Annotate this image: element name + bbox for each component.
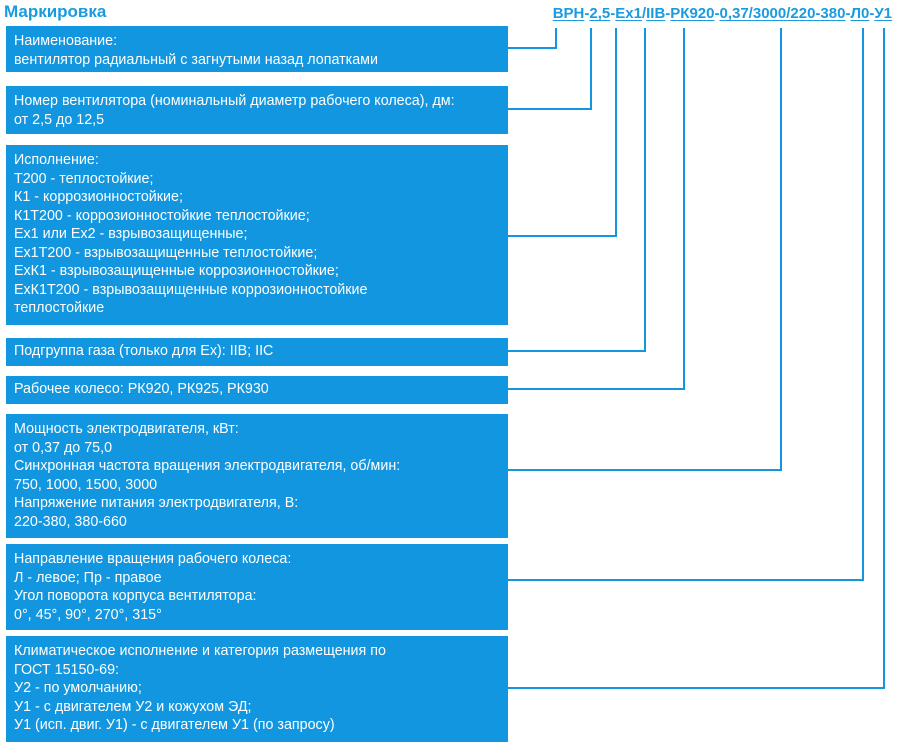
marking-code: ВРН-2,5-Ex1/IIB-РК920-0,37/3000/220-380-… — [553, 5, 892, 22]
box-line: К1Т200 - коррозионностойкие теплостойкие… — [14, 207, 310, 224]
connector-line-climate — [508, 28, 885, 689]
code-segment-number: 2,5 — [589, 5, 611, 22]
box-name: Наименование: вентилятор радиальный с за… — [6, 26, 508, 72]
connector-line-execution — [508, 28, 617, 237]
box-gas-group: Подгруппа газа (только для Ex): IIB; IIC — [6, 338, 508, 366]
box-line: У1 (исп. двиг. У1) - с двигателем У1 (по… — [14, 717, 335, 733]
code-separator: / — [641, 5, 647, 22]
box-line: Подгруппа газа (только для Ex): IIB; IIC — [14, 343, 274, 359]
box-line: от 0,37 до 75,0 — [14, 439, 113, 456]
box-line: Т200 - теплостойкие; — [14, 170, 154, 187]
box-line: 750, 1000, 1500, 3000 — [14, 476, 158, 493]
box-line: Направление вращения рабочего колеса: — [14, 551, 292, 567]
code-segment-type: ВРН — [552, 5, 585, 22]
box-line: 220-380, 380-660 — [14, 513, 127, 530]
box-climate: Климатическое исполнение и категория раз… — [6, 636, 508, 742]
box-line: Рабочее колесо: РК920, РК925, РК930 — [14, 381, 269, 397]
page-title: Маркировка — [4, 2, 107, 21]
box-line: вентилятор радиальный с загнутыми назад … — [14, 51, 378, 68]
box-line: Синхронная частота вращения электродвига… — [14, 458, 401, 474]
box-line: Ex1 или Ex2 - взрывозащищенные; — [14, 226, 248, 242]
code-segment-motor: 0,37/3000/220-380 — [719, 5, 846, 22]
box-line: Мощность электродвигателя, кВт: — [14, 421, 239, 437]
connector-line-number — [508, 28, 592, 110]
box-line: Номер вентилятора (номинальный диаметр р… — [14, 93, 455, 109]
box-line: Ex1Т200 - взрывозащищенные теплостойкие; — [14, 244, 318, 261]
code-segment-impeller: РК920 — [670, 5, 715, 22]
box-line: теплостойкие — [14, 300, 105, 316]
box-fan-number: Номер вентилятора (номинальный диаметр р… — [6, 86, 508, 134]
box-line: ГОСТ 15150-69: — [14, 661, 120, 678]
connector-line-name — [508, 28, 557, 49]
box-line: Напряжение питания электродвигателя, В: — [14, 495, 299, 511]
box-line: 0°, 45°, 90°, 270°, 315° — [14, 606, 162, 623]
box-line: ExК1Т200 - взрывозащищенные коррозионнос… — [14, 281, 368, 298]
box-line: Климатическое исполнение и категория раз… — [14, 643, 386, 659]
connector-line-rotation — [508, 28, 864, 581]
code-separator: - — [845, 5, 851, 22]
box-rotation: Направление вращения рабочего колеса: Л … — [6, 544, 508, 630]
code-separator: - — [869, 5, 875, 22]
connector-line-motor — [508, 28, 782, 471]
code-separator: - — [665, 5, 671, 22]
code-separator: - — [610, 5, 616, 22]
connector-line-impeller — [508, 28, 685, 390]
box-execution: Исполнение: Т200 - теплостойкие; К1 - ко… — [6, 145, 508, 325]
box-line: Исполнение: — [14, 152, 99, 168]
box-line: У1 - с двигателем У2 и кожухом ЭД; — [14, 698, 252, 715]
box-line: У2 - по умолчанию; — [14, 680, 142, 696]
code-segment-rotation: Л0 — [850, 5, 870, 22]
box-motor: Мощность электродвигателя, кВт: от 0,37 … — [6, 414, 508, 538]
code-segment-climate: У1 — [874, 5, 892, 22]
box-line: К1 - коррозионностойкие; — [14, 189, 183, 205]
connector-line-gas-group — [508, 28, 646, 352]
box-line: ExК1 - взрывозащищенные коррозионностойк… — [14, 263, 339, 279]
box-line: Наименование: — [14, 33, 118, 49]
code-segment-execution: Ex1 — [615, 5, 642, 22]
box-line: Л - левое; Пр - правое — [14, 569, 162, 586]
box-line: от 2,5 до 12,5 — [14, 111, 105, 128]
code-separator: - — [584, 5, 590, 22]
code-segment-gas-group: IIB — [646, 5, 666, 22]
box-impeller: Рабочее колесо: РК920, РК925, РК930 — [6, 376, 508, 404]
code-separator: - — [714, 5, 720, 22]
box-line: Угол поворота корпуса вентилятора: — [14, 588, 257, 604]
